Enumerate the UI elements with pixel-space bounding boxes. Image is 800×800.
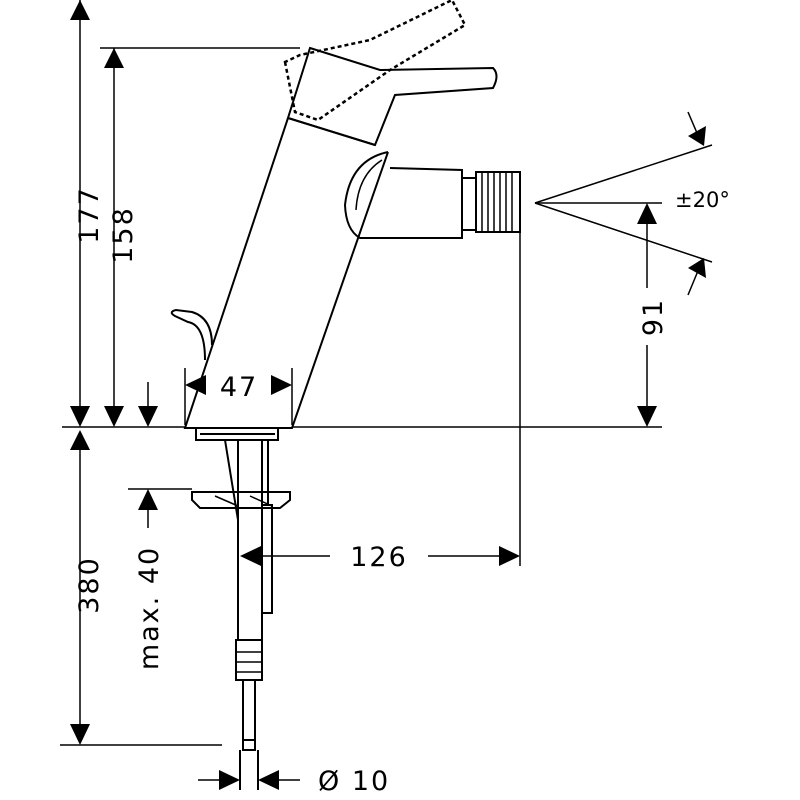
dim-shank-length: 380 [74, 556, 105, 614]
dim-base-width: 47 [220, 372, 258, 403]
extension-lines [60, 47, 713, 746]
faucet-body [170, 46, 521, 441]
dimension-lines [70, 0, 706, 790]
dim-angle: ±20° [675, 188, 730, 212]
dim-reach: 126 [350, 542, 408, 573]
dim-supply-diameter: Ø 10 [318, 766, 390, 797]
dim-max-thickness: max. 40 [134, 546, 165, 670]
dim-total-height: 177 [74, 186, 105, 244]
lever-alt-position [283, 0, 467, 122]
dim-nozzle-height: 91 [638, 298, 669, 336]
mounting-parts [191, 439, 291, 790]
dim-spout-height: 158 [108, 206, 139, 264]
